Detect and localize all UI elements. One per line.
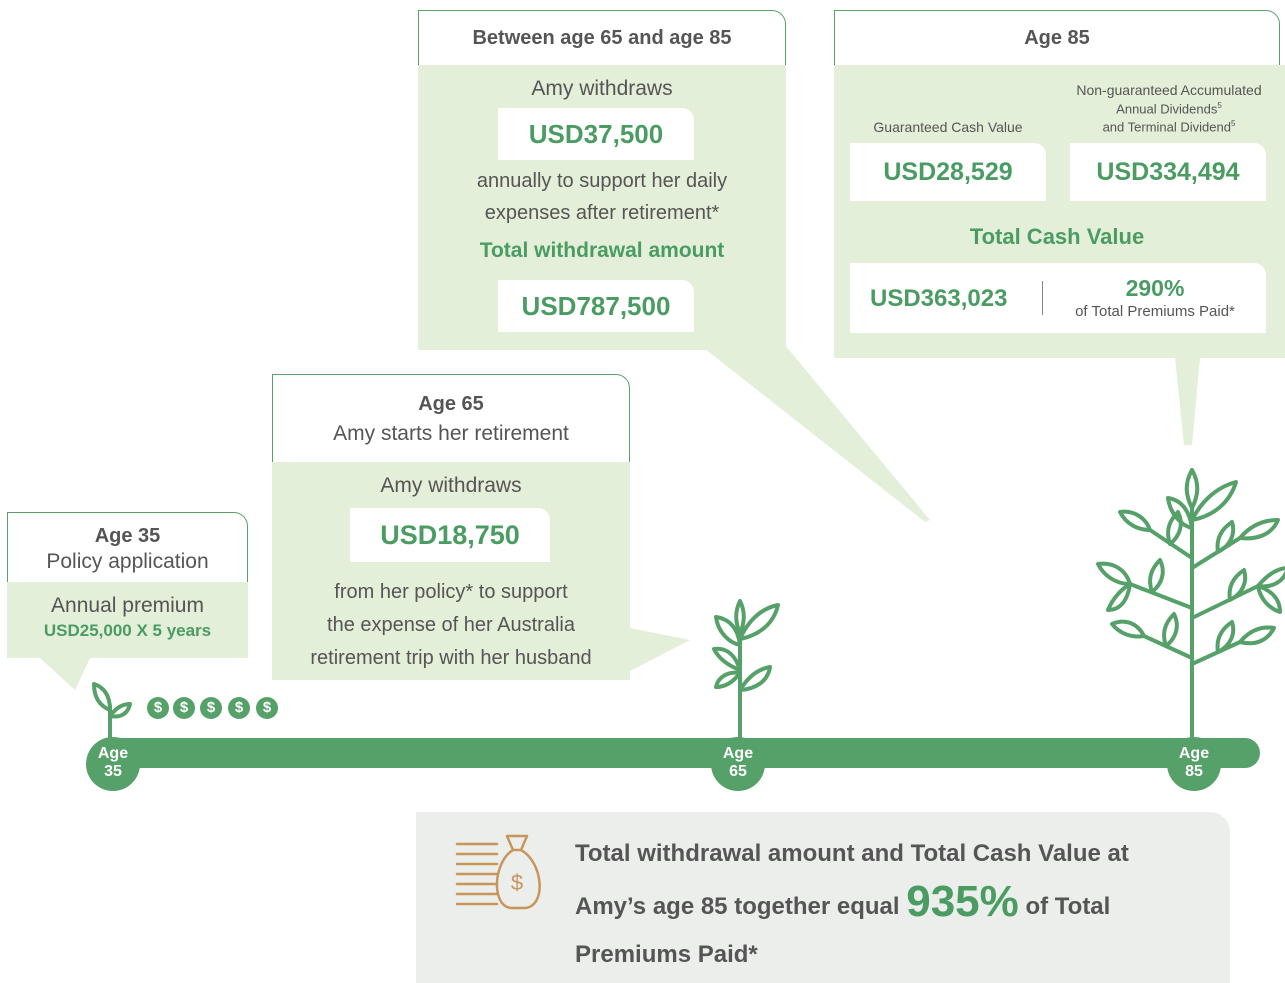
sprout-icon <box>92 682 132 744</box>
nonguaranteed-line1: Non-guaranteed Accumulated <box>1076 82 1262 98</box>
node-age65-line2: 65 <box>729 763 747 780</box>
65to85-desc: annually to support her daily expenses a… <box>418 165 786 229</box>
node-age35-line1: Age <box>97 745 129 762</box>
dollar-coin-icon: $ <box>256 697 278 719</box>
nonguaranteed-line3: and Terminal Dividend <box>1102 119 1231 135</box>
age65-desc-line1: from her policy* to support <box>334 581 568 603</box>
card-age35-title: Age 35 <box>94 525 161 547</box>
divider <box>1042 281 1043 315</box>
timeline-bar <box>110 738 1260 768</box>
card-age85-header: Age 85 <box>834 10 1280 65</box>
65to85-total-label: Total withdrawal amount <box>479 239 725 262</box>
card-age35-body: Annual premium USD25,000 X 5 years <box>7 582 248 658</box>
node-age65-line1: Age <box>722 745 754 762</box>
premium-label: Annual premium <box>51 594 204 617</box>
total-pct-group: 290% of Total Premiums Paid* <box>1050 275 1260 320</box>
node-age85-line2: 85 <box>1185 763 1203 780</box>
dollar-coin-icon: $ <box>147 697 169 719</box>
total-cash-value-box: USD363,023 290% of Total Premiums Paid* <box>850 263 1266 333</box>
guaranteed-value: USD28,529 <box>850 143 1046 201</box>
card-age85-title: Age 85 <box>1024 27 1090 49</box>
total-cash-value-label: Total Cash Value <box>969 224 1145 249</box>
summary-text: Total withdrawal amount and Total Cash V… <box>575 830 1215 979</box>
footnote-mark-1: 5 <box>1217 101 1222 110</box>
young-tree-icon <box>712 599 780 745</box>
guaranteed-label: Guaranteed Cash Value <box>873 119 1023 135</box>
node-age85-line1: Age <box>1178 745 1210 762</box>
premium-value: USD25,000 X 5 years <box>43 621 212 640</box>
age65-desc-line2: the expense of her Australia <box>327 614 575 636</box>
age65-desc-line3: retirement trip with her husband <box>310 647 592 669</box>
65to85-amount: USD37,500 <box>498 108 694 160</box>
timeline-node-age35: Age 35 <box>86 737 140 791</box>
summary-line3: Premiums Paid* <box>575 941 758 968</box>
age65-withdraw-label: Amy withdraws <box>380 474 522 497</box>
tail-age85 <box>1175 358 1200 445</box>
nonguaranteed-line2: Annual Dividends <box>1116 101 1218 117</box>
nonguaranteed-value: USD334,494 <box>1070 143 1266 201</box>
timeline-node-age85: Age 85 <box>1167 737 1221 791</box>
dollar-coin-icon: $ <box>200 697 222 719</box>
65to85-withdraw-label: Amy withdraws <box>531 77 673 100</box>
summary-line2-text: Amy’s age 85 together equal <box>575 893 900 920</box>
card-age65-subtitle: Amy starts her retirement <box>333 422 569 445</box>
card-age65-header: Age 65 Amy starts her retirement <box>272 374 630 462</box>
card-65to85-title: Between age 65 and age 85 <box>472 27 732 49</box>
tail-65to85 <box>700 345 930 522</box>
tail-age35 <box>40 658 90 690</box>
65to85-desc-line2: expenses after retirement* <box>484 202 720 224</box>
summary-line2-end: of Total <box>1025 893 1111 920</box>
footnote-mark-2: 5 <box>1230 119 1236 129</box>
total-pct-label: of Total Premiums Paid* <box>1075 303 1235 320</box>
dollar-coin-icon: $ <box>228 697 250 719</box>
dollar-coin-icon: $ <box>173 697 195 719</box>
node-age35-line2: 35 <box>104 763 122 780</box>
summary-highlight: 935% <box>906 877 1019 926</box>
summary-panel <box>416 812 1230 983</box>
total-cash-value: USD363,023 <box>870 285 1008 312</box>
summary-line2: Amy’s age 85 together equal 935% of Tota… <box>575 878 1215 931</box>
65to85-desc-line1: annually to support her daily <box>476 170 728 192</box>
grown-tree-icon <box>1096 468 1285 748</box>
card-age35-subtitle: Policy application <box>46 550 209 573</box>
nonguaranteed-label: Non-guaranteed Accumulated Annual Divide… <box>1056 83 1282 135</box>
65to85-total-amount: USD787,500 <box>498 280 694 332</box>
summary-line1: Total withdrawal amount and Total Cash V… <box>575 840 1129 867</box>
card-age65-title: Age 65 <box>418 393 484 415</box>
timeline-node-age65: Age 65 <box>711 737 765 791</box>
age65-amount: USD18,750 <box>350 508 550 562</box>
card-age65-body: Amy withdraws from her policy* to suppor… <box>272 462 630 680</box>
money-bag-icon: $ <box>455 834 541 910</box>
age65-desc: from her policy* to support the expense … <box>272 576 630 675</box>
card-65to85-header: Between age 65 and age 85 <box>418 10 786 65</box>
svg-text:$: $ <box>511 870 523 895</box>
card-age35-header: Age 35 Policy application <box>7 512 248 582</box>
total-pct: 290% <box>1125 275 1185 301</box>
